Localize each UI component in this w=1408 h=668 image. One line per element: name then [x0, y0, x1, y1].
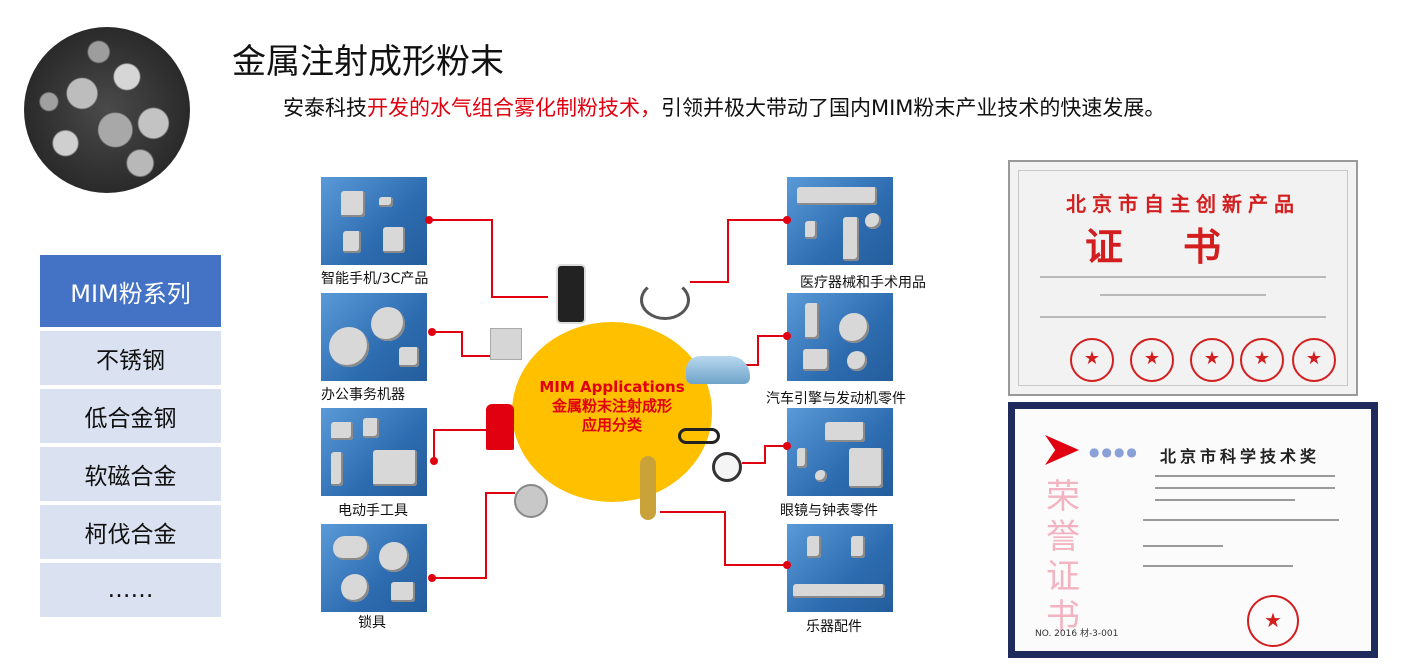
thumb-glasses-watch-parts — [787, 408, 893, 496]
national-emblem-stamp-icon: ★ — [1247, 595, 1299, 647]
smartphone-icon — [556, 264, 586, 324]
dot-medical — [783, 216, 791, 224]
series-header: MIM粉系列 — [40, 255, 221, 327]
hub-circle — [512, 322, 712, 502]
thumb-instrument-parts — [787, 524, 893, 612]
cert2-number: NO. 2016 材-3-001 — [1035, 629, 1119, 639]
dot-power-tools — [430, 457, 438, 465]
thumb-power-tool-parts — [321, 408, 427, 496]
seal-stamp-icon: ★ — [1292, 338, 1336, 382]
cert1-heading: 证书 — [1084, 224, 1281, 269]
thumb-3c-parts — [321, 177, 427, 265]
printer-icon — [490, 328, 522, 360]
saxophone-icon — [640, 456, 656, 520]
stethoscope-icon — [640, 280, 690, 320]
dot-3c — [425, 216, 433, 224]
subtitle-prefix: 安泰科技 — [283, 96, 367, 120]
series-item-stainless-steel: 不锈钢 — [40, 331, 221, 385]
dot-instruments — [783, 561, 791, 569]
dot-office — [428, 328, 436, 336]
caption-office: 办公事务机器 — [321, 387, 405, 403]
dot-glasses-watch — [783, 442, 791, 450]
watch-icon — [712, 452, 742, 482]
caption-instruments: 乐器配件 — [806, 619, 862, 635]
dot-auto — [783, 332, 791, 340]
certificate-innovation-product: 北京市自主创新产品 证书 ★ ★ ★ ★ ★ — [1008, 160, 1358, 396]
dot-locks — [428, 574, 436, 582]
cert2-title: 北京市科学技术奖 — [1160, 447, 1321, 466]
subtitle: 安泰科技开发的水气组合雾化制粉技术，引领并极大带动了国内MIM粉末产业技术的快速… — [283, 92, 1165, 122]
hub-label: MIM Applications 金属粉末注射成形 应用分类 — [512, 378, 712, 435]
certificate-science-award: ●●●● 北京市科学技术奖 荣誉证书 ★ NO. 2016 材-3-001 — [1008, 402, 1378, 658]
thumb-lock-parts — [321, 524, 427, 612]
subtitle-highlight: 开发的水气组合雾化制粉技术， — [367, 96, 661, 120]
car-icon — [686, 356, 750, 384]
decorative-dots: ●●●● — [1089, 445, 1139, 459]
subtitle-suffix: 引领并极大带动了国内MIM粉末产业技术的快速发展。 — [661, 96, 1166, 120]
series-item-kovar-alloy: 柯伐合金 — [40, 505, 221, 559]
thumb-auto-parts — [787, 293, 893, 381]
power-drill-icon — [486, 404, 514, 450]
hub-line-1: MIM Applications — [539, 378, 685, 396]
cert1-title: 北京市自主创新产品 — [1066, 192, 1300, 216]
seal-stamp-icon: ★ — [1240, 338, 1284, 382]
series-item-more: …… — [40, 563, 221, 617]
award-logo-icon — [1045, 435, 1079, 465]
caption-locks: 锁具 — [358, 615, 386, 631]
mim-series-list: MIM粉系列 不锈钢 低合金钢 软磁合金 柯伐合金 …… — [40, 255, 221, 621]
caption-power-tools: 电动手工具 — [338, 503, 408, 519]
cert2-side-text: 荣誉证书 — [1046, 477, 1080, 637]
keys-icon — [514, 484, 548, 518]
series-item-soft-magnetic-alloy: 软磁合金 — [40, 447, 221, 501]
caption-medical: 医疗器械和手术用品 — [800, 275, 926, 291]
thumb-office-parts — [321, 293, 427, 381]
caption-auto: 汽车引擎与发动机零件 — [766, 391, 906, 407]
page-title: 金属注射成形粉末 — [232, 42, 504, 82]
thumb-medical-parts — [787, 177, 893, 265]
series-item-low-alloy-steel: 低合金钢 — [40, 389, 221, 443]
glasses-icon — [678, 428, 720, 444]
metal-powder-photo — [24, 27, 190, 193]
seal-stamp-icon: ★ — [1190, 338, 1234, 382]
seal-stamp-icon: ★ — [1130, 338, 1174, 382]
caption-3c: 智能手机/3C产品 — [321, 271, 429, 287]
caption-glasses-watch: 眼镜与钟表零件 — [780, 503, 878, 519]
seal-stamp-icon: ★ — [1070, 338, 1114, 382]
hub-line-2: 金属粉末注射成形 — [551, 397, 672, 415]
hub-line-3: 应用分类 — [581, 416, 642, 434]
